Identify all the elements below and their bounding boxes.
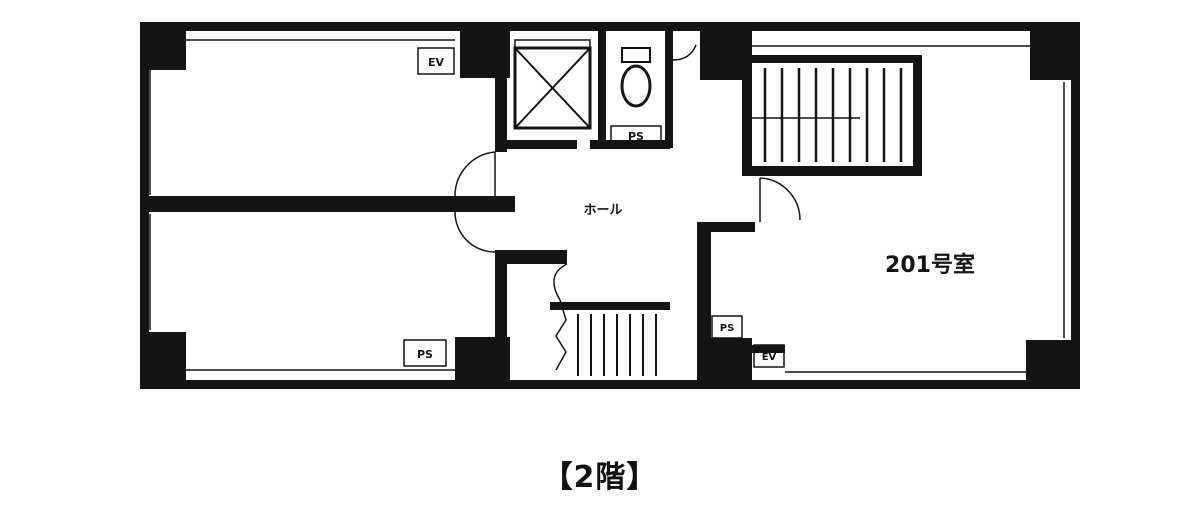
windows [149,39,1065,373]
door-swing-unit [759,177,801,221]
elevator-cross-2 [514,47,591,129]
wall-wc-right [665,30,673,148]
stair-upper [752,68,903,162]
tag-text-ps: PS [628,130,644,143]
wall-stair-bottom [742,166,922,176]
wall-ev-bottom [507,140,577,149]
column-bottom-left [140,332,186,389]
tag-box-ps [610,125,662,145]
floorplan-svg: EV PS PS PS EV ホール 201号室 [140,22,1080,389]
wall-stair-right [913,55,922,176]
wall-ev-wc-divider [598,30,606,148]
tag-box-3 [711,315,743,339]
tag-box-4 [753,344,785,368]
column-top-right [1030,22,1080,80]
toilet-bowl [620,64,652,108]
toilet-tank [621,47,651,63]
wall-lower-stair-top [507,250,567,264]
wall-top [140,22,1080,31]
door-swing-lower-stair [553,263,568,301]
toilet-door-swing [672,44,697,61]
wall-bottom [140,380,1080,389]
wall-right [1071,22,1080,389]
wall-corridor-left-lower [495,250,507,389]
wall-lower-stair-cap [550,302,670,310]
wall-unit-left [697,222,711,389]
column-bottom-right [1026,340,1080,389]
tag-text-4: EV [762,352,777,363]
wall-stair-left [742,30,752,170]
stair-break-line [555,299,567,371]
tag-box-1 [417,47,455,75]
tag-text-3: PS [720,323,735,334]
small-tags: EV PS PS PS EV [403,47,785,368]
wall-stair-top [752,55,922,63]
wall-unit-left-cap [697,222,755,232]
doors [454,151,801,301]
stair-lower [555,299,657,376]
hall-label: ホール [583,203,622,218]
door-swing-upper-left-room [454,151,496,197]
tag-text-1: EV [428,56,445,69]
floor-caption: 【2階】 [542,460,658,495]
tag-text-2: PS [417,348,433,361]
elevator-top-frame [514,39,591,49]
wall-closet-top [745,345,785,353]
elevator [513,39,592,130]
toilet [620,44,697,108]
door-swing-lower-left-room [454,211,496,253]
wall-corridor-left-upper [495,22,507,152]
interior-walls [140,22,922,389]
wall-left-divider [140,196,515,212]
tag-box-2 [403,339,447,367]
unit-label: 201号室 [885,252,975,278]
column-top-left [140,22,186,70]
